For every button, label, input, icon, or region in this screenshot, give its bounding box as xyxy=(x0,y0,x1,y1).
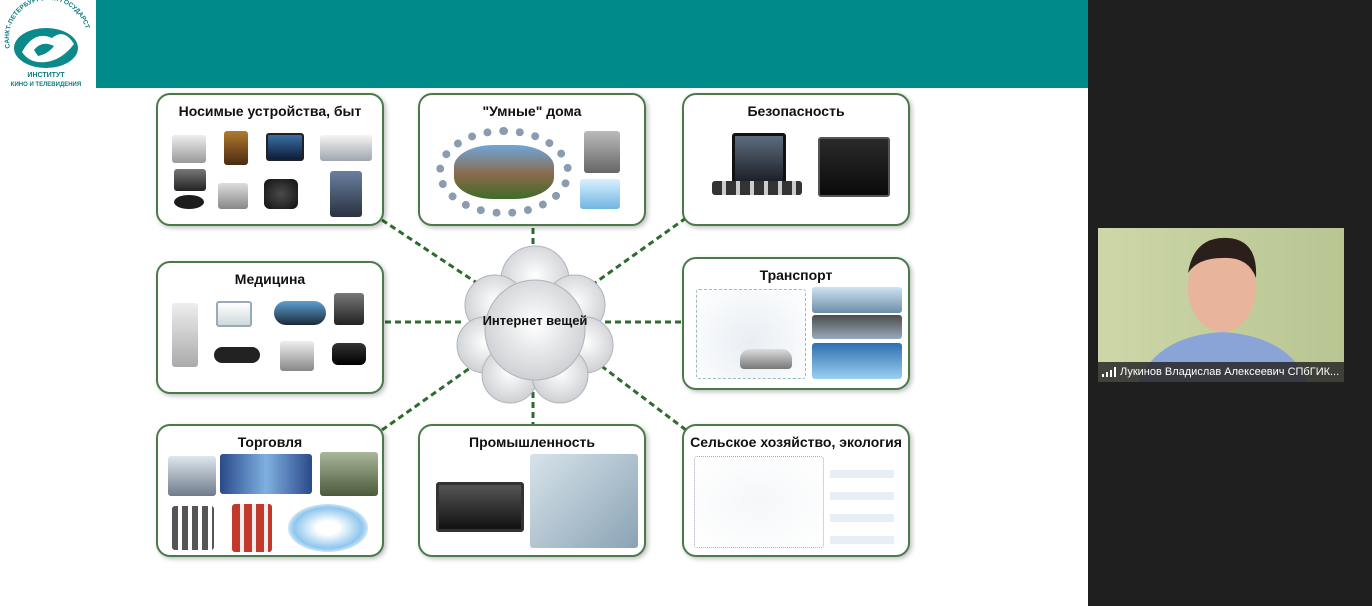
city-image xyxy=(812,287,902,313)
card-smart-homes: "Умные" дома xyxy=(418,93,646,226)
appliance-image xyxy=(172,135,206,163)
svg-text:ИНСТИТУТ: ИНСТИТУТ xyxy=(27,72,65,79)
panel-displays-image xyxy=(436,482,524,532)
card-medicine: Медицина xyxy=(156,261,384,394)
vending-image xyxy=(224,131,248,165)
highway-image xyxy=(812,343,902,379)
tablet-image xyxy=(218,183,248,209)
card-title: Транспорт xyxy=(759,267,833,283)
monitor-image xyxy=(732,133,786,185)
participant-name-label: Лукинов Владислав Алексеевич СПбГИК... xyxy=(1098,362,1344,382)
smart-icons-ring xyxy=(436,127,572,217)
card-transport: Транспорт xyxy=(682,257,910,390)
warehouse-image xyxy=(320,452,378,496)
cloud-icon xyxy=(456,245,614,404)
tablets-image xyxy=(818,137,890,197)
presentation-slide: САНКТ-ПЕТЕРБУРГСКИЙ ГОСУДАРСТВЕННЫЙ ИНСТ… xyxy=(0,0,1088,606)
icons-column-image xyxy=(830,456,894,548)
card-title: Торговля xyxy=(237,434,303,450)
person-image xyxy=(330,171,362,217)
card-title: "Умные" дома xyxy=(482,103,582,119)
card-title: Безопасность xyxy=(747,103,845,119)
connector-lines xyxy=(381,216,687,432)
card-wearables: Носимые устройства, быт xyxy=(156,93,384,226)
medical-cart-image xyxy=(172,303,198,367)
card-title: Носимые устройства, быт xyxy=(178,103,362,119)
thermostat-image xyxy=(580,179,620,209)
card-industry: Промышленность xyxy=(418,424,646,557)
card-title: Сельское хозяйство, экология xyxy=(690,434,902,450)
sensor-network-image xyxy=(694,456,824,548)
device-screen-image xyxy=(216,301,252,327)
router-image xyxy=(320,135,372,161)
tv-image xyxy=(266,133,304,161)
car-image xyxy=(740,349,792,369)
card-title: Промышленность xyxy=(469,434,595,450)
card-agriculture: Сельское хозяйство, экология xyxy=(682,424,910,557)
card-title: Медицина xyxy=(234,271,306,287)
vacuum-image xyxy=(174,195,204,209)
svg-text:КИНО И ТЕЛЕВИДЕНИЯ: КИНО И ТЕЛЕВИДЕНИЯ xyxy=(11,82,81,88)
center-label: Интернет вещей xyxy=(482,313,588,328)
institute-logo: САНКТ-ПЕТЕРБУРГСКИЙ ГОСУДАРСТВЕННЫЙ ИНСТ… xyxy=(0,0,96,90)
store-image xyxy=(220,454,312,494)
participant-video[interactable] xyxy=(1098,228,1344,382)
oximeter-image xyxy=(332,343,366,365)
scale-image xyxy=(280,341,314,371)
car-interior-image xyxy=(812,315,902,339)
diagram-circle-image xyxy=(288,504,368,552)
factory-diagram-image xyxy=(530,454,638,548)
smartwatch-image xyxy=(264,179,298,209)
slide-header-bar xyxy=(0,0,1088,88)
vending-machines-image xyxy=(232,504,272,552)
pen-tablet-image xyxy=(334,293,364,325)
cameras-image xyxy=(712,181,802,195)
shoppers-image xyxy=(172,506,214,550)
kiosk-image xyxy=(168,456,216,496)
wall-panel-image xyxy=(584,131,620,173)
card-trade: Торговля xyxy=(156,424,384,557)
blood-pressure-image xyxy=(214,347,260,363)
printer-image xyxy=(174,169,206,191)
signal-bars-icon xyxy=(1102,367,1116,377)
sensor-image xyxy=(274,301,326,325)
card-security: Безопасность xyxy=(682,93,910,226)
